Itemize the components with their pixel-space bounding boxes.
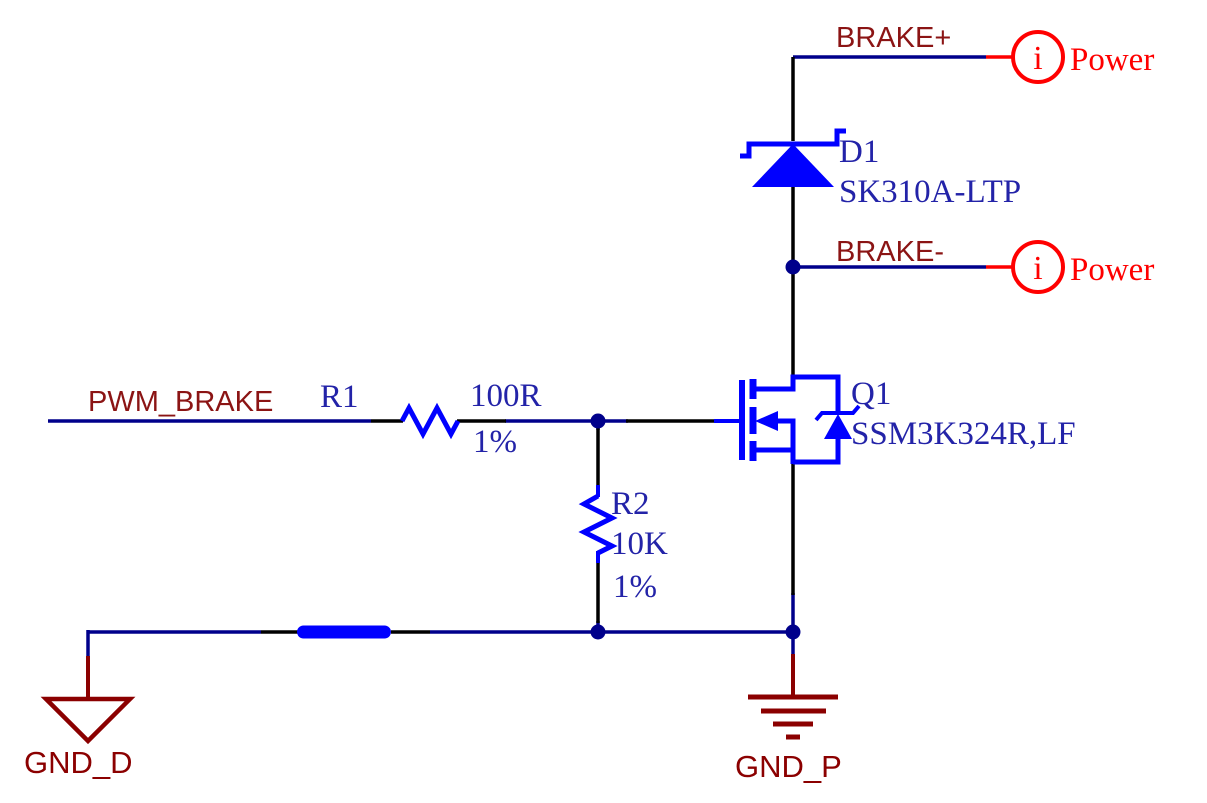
- pin-segments: [261, 57, 795, 634]
- resistor-r1[interactable]: R1 100R 1%: [320, 378, 542, 460]
- mosfet-body-path: [778, 418, 796, 450]
- resistor-r2[interactable]: R2 10K 1%: [578, 485, 668, 605]
- power-port-glyph: i: [1033, 40, 1042, 77]
- power-port-glyph: i: [1033, 250, 1042, 287]
- resistor-zigzag: [399, 402, 461, 440]
- mosfet-q1[interactable]: Q1 SSM3K324R,LF: [714, 374, 1076, 465]
- ground-gnd-p[interactable]: GND_P: [735, 654, 842, 784]
- net-label-brake-minus: BRAKE-: [836, 236, 944, 268]
- net-label-gnd-d: GND_D: [24, 745, 133, 780]
- d1-part: SK310A-LTP: [839, 174, 1021, 210]
- ground-gnd-d[interactable]: GND_D: [24, 656, 136, 780]
- junction-dot: [785, 624, 801, 640]
- mosfet-zener-triangle: [824, 414, 852, 439]
- d1-designator: D1: [839, 134, 879, 170]
- power-port-label: Power: [1070, 252, 1154, 288]
- net-label-gnd-p: GND_P: [735, 749, 842, 784]
- r2-designator: R2: [611, 486, 650, 522]
- resistor-zigzag: [578, 493, 618, 556]
- diode-triangle: [752, 144, 834, 187]
- r1-designator: R1: [320, 379, 359, 415]
- junction-dot: [590, 413, 606, 429]
- r2-value: 10K: [611, 526, 668, 562]
- mosfet-body-arrow: [755, 411, 778, 431]
- net-label-brake-plus: BRAKE+: [836, 22, 951, 54]
- r1-value: 100R: [470, 378, 542, 414]
- wires: [48, 55, 986, 657]
- mosfet-zener-bar: [814, 404, 861, 422]
- power-port-circle: [1011, 30, 1065, 84]
- q1-designator: Q1: [851, 376, 891, 412]
- diode-d1[interactable]: D1 SK310A-LTP: [740, 128, 1021, 210]
- power-port-brake-plus[interactable]: i Power: [986, 30, 1154, 84]
- r1-tolerance: 1%: [473, 424, 517, 460]
- junction-dot: [785, 259, 801, 275]
- net-tie-bar: [297, 625, 391, 639]
- power-port-brake-minus[interactable]: i Power: [986, 240, 1154, 294]
- junction-dot: [590, 624, 606, 640]
- r2-tolerance: 1%: [613, 569, 657, 605]
- mosfet-source-path: [755, 447, 796, 464]
- diode-schottky-bar: [740, 128, 846, 159]
- power-port-label: Power: [1070, 42, 1154, 78]
- ground-triangle: [40, 696, 136, 745]
- mosfet-bulk-return: [793, 439, 841, 465]
- net-label-pwm-brake: PWM_BRAKE: [88, 386, 273, 418]
- net-tie[interactable]: [297, 625, 391, 639]
- q1-part: SSM3K324R,LF: [851, 416, 1076, 452]
- mosfet-drain-path: [755, 374, 841, 412]
- power-port-circle: [1011, 240, 1065, 294]
